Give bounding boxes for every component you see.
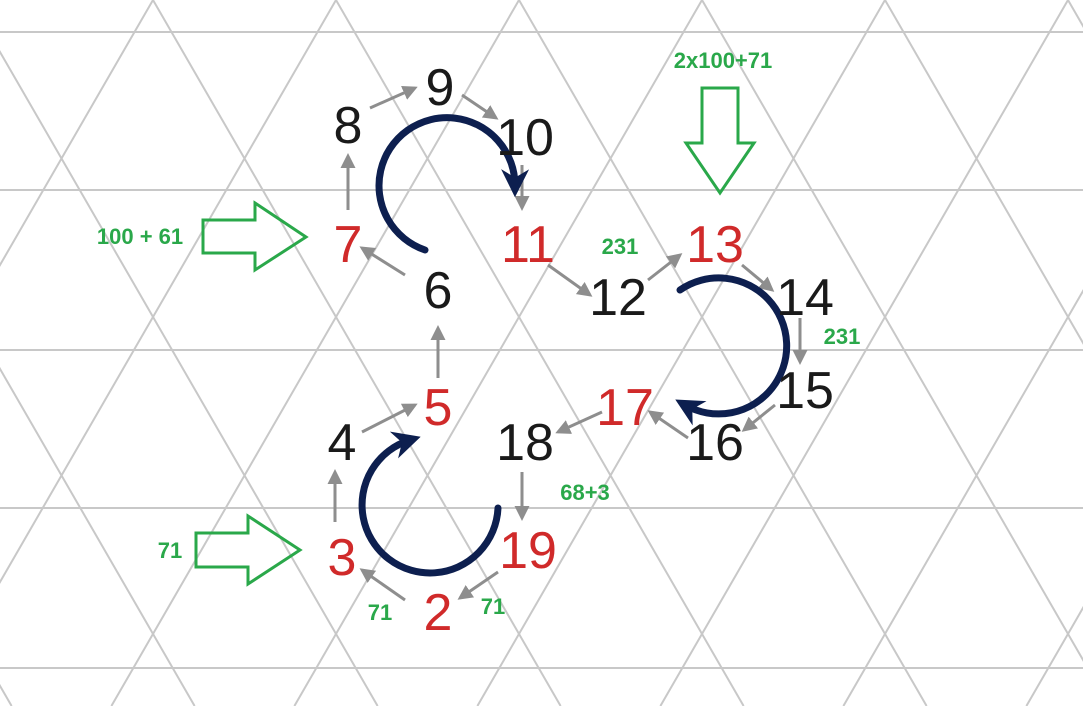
grid-line	[842, 288, 1083, 706]
number-8: 8	[334, 97, 363, 155]
step-arrow-9-10	[461, 93, 499, 120]
number-7: 7	[334, 216, 363, 274]
right-pointer-arrow-lower	[194, 513, 303, 587]
number-12: 12	[589, 269, 647, 327]
number-15: 15	[776, 362, 834, 420]
grid-line	[152, 0, 562, 706]
number-5: 5	[424, 379, 453, 437]
number-13: 13	[686, 216, 744, 274]
number-2: 2	[424, 584, 453, 642]
annotation-top-right: 2x100+71	[674, 48, 773, 73]
rotation-arrow-lower	[358, 431, 502, 577]
step-arrow-17-18	[555, 410, 603, 434]
grid-line	[0, 0, 154, 267]
pointer-arrows	[194, 86, 757, 587]
number-18: 18	[496, 414, 554, 472]
step-arrow-4-5	[361, 403, 418, 434]
number-11: 11	[501, 216, 555, 274]
number-labels: 2 3 4 5 6 7 8 9 10 11 12 13 14 15 16 17 …	[328, 59, 834, 642]
grid-line	[110, 0, 520, 706]
step-arrow-19-2	[457, 570, 499, 600]
step-arrow-12-13	[647, 253, 683, 282]
grid-line	[659, 0, 1069, 706]
right-pointer-arrow-upper	[201, 200, 309, 273]
annotation-bottom-left-of-2: 71	[368, 600, 392, 625]
annotation-near-13: 231	[602, 234, 639, 259]
number-3: 3	[328, 529, 357, 587]
number-4: 4	[328, 414, 357, 472]
down-pointer-arrow	[683, 86, 757, 196]
number-19: 19	[499, 522, 557, 580]
rotation-arrows	[358, 114, 791, 577]
annotation-bottom-right-of-2: 71	[481, 594, 505, 619]
grid-line	[293, 0, 703, 706]
step-arrow-8-9	[369, 86, 418, 110]
step-arrow-15-16	[741, 403, 776, 432]
step-arrow-16-17	[647, 410, 689, 440]
grid-line	[0, 0, 337, 584]
annotations: 2x100+71 100 + 61 231 231 68+3 71 71 71	[97, 48, 860, 625]
grid-line	[884, 0, 1083, 345]
grid-line	[0, 683, 13, 706]
annotation-near-15: 231	[824, 324, 861, 349]
step-arrow-2-3	[359, 568, 406, 602]
grid-line	[476, 0, 886, 706]
annotation-left-upper: 100 + 61	[97, 224, 183, 249]
grid-line	[0, 366, 196, 706]
number-10: 10	[496, 109, 554, 167]
step-arrow-11-12	[547, 263, 593, 297]
number-17: 17	[596, 379, 654, 437]
number-16: 16	[686, 414, 744, 472]
rotation-arrow-upper	[375, 114, 530, 254]
rotation-arrow-right	[675, 274, 791, 426]
step-arrow-13-14	[741, 263, 775, 292]
number-9: 9	[426, 59, 455, 117]
step-arrow-6-7	[359, 246, 406, 277]
grid-line	[1025, 605, 1083, 706]
grid-line	[1067, 0, 1083, 28]
step-arrows	[327, 86, 808, 602]
number-6: 6	[424, 262, 453, 320]
grid-line	[335, 0, 745, 706]
annotation-near-19: 68+3	[560, 480, 610, 505]
annotation-left-lower: 71	[158, 538, 182, 563]
grid-line	[0, 49, 379, 706]
grid-line	[518, 0, 928, 706]
number-14: 14	[776, 269, 834, 327]
grid-line	[701, 0, 1083, 662]
